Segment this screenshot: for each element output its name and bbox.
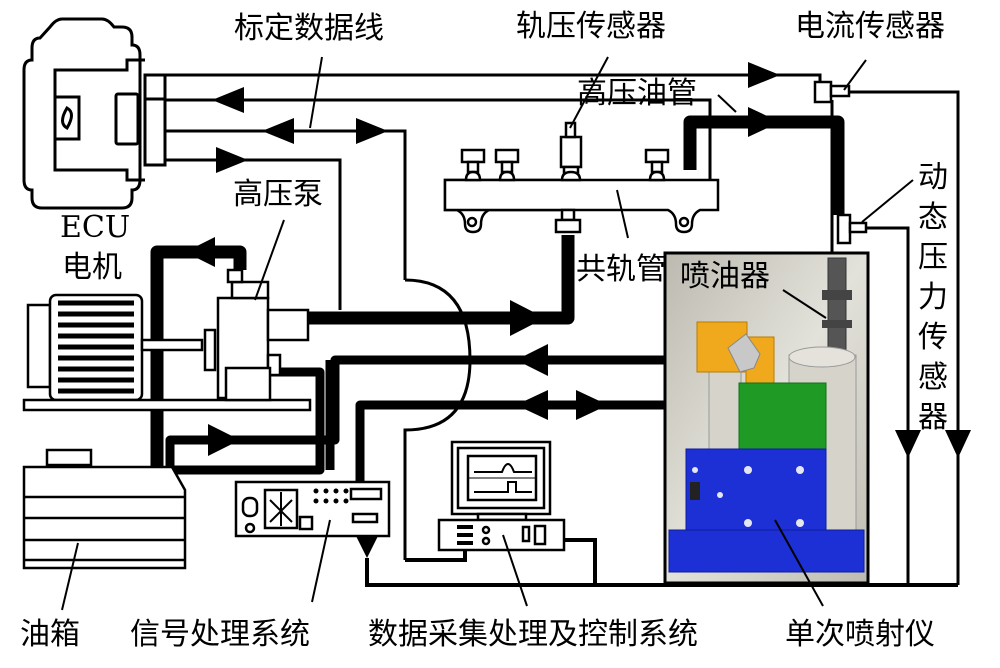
label-daq-control-system: 数据采集处理及控制系统 — [368, 617, 698, 652]
arrow-left-icon — [212, 87, 244, 113]
arrow-right-icon — [208, 424, 240, 456]
label-high-pressure-pump: 高压泵 — [233, 177, 323, 212]
label-single-injection-meter: 单次喷射仪 — [785, 617, 935, 652]
arrow-right-icon — [748, 62, 780, 88]
label-current-sensor: 电流传感器 — [795, 9, 945, 44]
label-rail-pressure-sensor: 轨压传感器 — [516, 9, 666, 44]
arrow-right-icon — [356, 118, 388, 144]
signal-processing-unit — [234, 480, 391, 538]
label-ecu: ECU — [60, 210, 131, 245]
arrow-right-icon — [216, 147, 248, 173]
label-injector: 喷油器 — [680, 259, 770, 294]
common-rail — [443, 121, 720, 234]
arrow-down-icon — [945, 430, 971, 458]
label-dynamic-pressure-sensor: 动态压力传感器 — [918, 160, 948, 435]
mid-lines — [165, 355, 665, 505]
motor — [22, 293, 312, 412]
fuel-tank — [22, 448, 187, 570]
arrow-left-icon — [516, 344, 548, 376]
ecu-unit — [22, 17, 167, 210]
arrow-right-icon — [576, 390, 608, 420]
high-pressure-pump — [216, 268, 310, 402]
leader-lines — [61, 56, 914, 611]
current-sensor — [813, 80, 851, 104]
arrow-left-icon — [185, 237, 215, 267]
fuel-arrowheads — [185, 107, 780, 456]
arrow-right-icon — [748, 107, 780, 137]
label-motor: 电机 — [62, 250, 122, 285]
single-injection-meter — [663, 251, 870, 585]
label-calibration-data-line: 标定数据线 — [234, 11, 384, 46]
daq-computer — [437, 440, 566, 552]
label-common-rail: 共轨管 — [576, 252, 666, 287]
label-fuel-tank: 油箱 — [20, 617, 80, 652]
arrow-left-icon — [516, 390, 548, 420]
label-high-pressure-pipe: 高压油管 — [577, 76, 697, 111]
arrow-right-icon — [510, 300, 545, 336]
dynamic-pressure-sensor — [836, 213, 868, 245]
label-signal-processing-system: 信号处理系统 — [130, 617, 310, 652]
arrow-left-icon — [262, 118, 294, 144]
arrow-down-icon — [895, 430, 921, 458]
